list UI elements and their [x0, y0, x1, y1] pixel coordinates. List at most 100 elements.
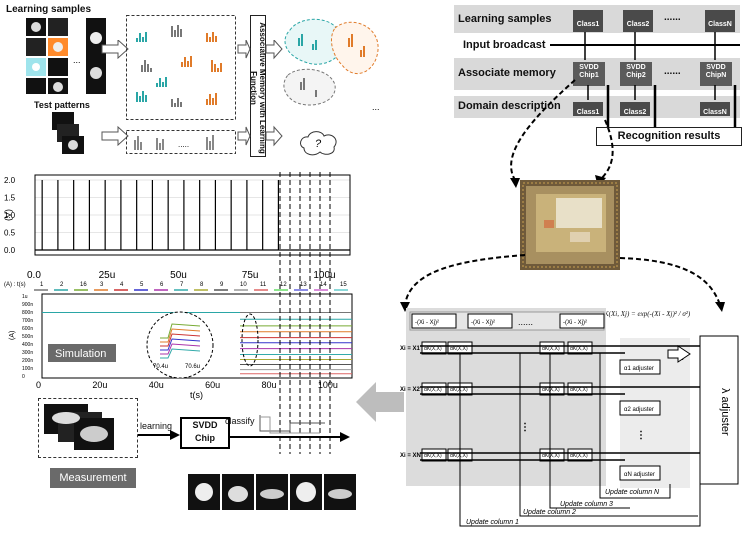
class1-chip: Class1 [573, 10, 603, 32]
test-patterns-label: Test patterns [34, 100, 90, 110]
hist-bar [177, 98, 179, 107]
svdd-chip-box: SVDD Chip [180, 417, 230, 449]
kernel-cell-text: αK(X,X) [450, 453, 468, 459]
object-thumbnails [188, 474, 356, 510]
inset-tick-1: 70.4u [153, 364, 168, 370]
classify-label: classify [225, 416, 255, 426]
hist-bar [147, 64, 149, 72]
hist-bar [139, 33, 141, 42]
svg-text:.....: ..... [178, 140, 189, 149]
norm-label: -(Xi - Xj)² [471, 320, 495, 326]
kernel-cell [539, 448, 565, 462]
inset-line [160, 323, 201, 339]
sync-dashed-lines [279, 172, 331, 454]
kernel-cell-text: αK(X,X) [424, 453, 442, 459]
recognition-results-box: Recognition results [596, 127, 742, 146]
norm-label: -(Xi - Xj)² [563, 320, 587, 326]
measurement-box [38, 398, 138, 458]
kernel-cell [539, 382, 565, 396]
update-col-1: Update column 1 [466, 519, 519, 526]
domain-class2: Class2 [620, 102, 650, 116]
current-xtick: 20u [92, 380, 107, 390]
svg-text:...: ... [372, 102, 380, 112]
svdd-chip1: SVDD Chip1 [573, 62, 605, 86]
hist-bar [184, 57, 186, 67]
legend-number: 14 [320, 282, 327, 288]
adjuster-2: α2 adjuster [624, 407, 654, 413]
norm-label: -(Xi - Xj)² [415, 320, 439, 326]
hist-bar [190, 56, 192, 67]
recognition-results-label: Recognition results [617, 130, 721, 142]
row-label-1: Xi = X1 [400, 346, 421, 352]
arch-domain-description-label: Domain description [458, 100, 561, 112]
current-ytick: 0 [22, 374, 25, 380]
hist-bar [144, 60, 146, 72]
learning-samples-label: Learning samples [6, 4, 92, 15]
legend-number: 6 [160, 282, 164, 288]
hist-bar [139, 96, 141, 102]
hist-bar [180, 102, 182, 107]
legend-number: 1 [40, 282, 44, 288]
sample-grid: ... [26, 18, 106, 94]
legend-number: 8 [200, 282, 204, 288]
legend-number: 2 [60, 282, 64, 288]
hist-bar [162, 82, 164, 87]
simulation-label: Simulation [55, 348, 106, 360]
hist-bar [217, 68, 219, 72]
voltage-ytick: 1.0 [4, 211, 16, 220]
class2-chip: Class2 [623, 10, 653, 32]
kernel-cell-text: αK(X,X) [570, 453, 588, 459]
hist-bar [211, 60, 213, 72]
hist-bar [206, 33, 208, 42]
legend-number: 16 [80, 282, 87, 288]
legend-title: (A) : t(s) [4, 282, 26, 288]
voltage-xtick: 50u [170, 270, 187, 281]
arch-input-broadcast-label: Input broadcast [463, 39, 546, 51]
kernel-cell-text: αK(X,X) [424, 387, 442, 393]
hist-bar [145, 32, 147, 42]
learning-label: learning [140, 421, 173, 431]
hist-bar [212, 32, 214, 42]
kernel-cell [421, 382, 447, 396]
car-image-stack [44, 404, 114, 450]
hist-bar [209, 94, 211, 105]
adjuster-n: αN adjuster [624, 472, 655, 478]
update-col-n: Update column N [605, 489, 660, 496]
legend-number: 12 [280, 282, 287, 288]
cluster-regions: ... [283, 18, 380, 112]
current-xtick: 60u [205, 380, 220, 390]
legend-number: 11 [260, 282, 267, 288]
question-cloud: ? [300, 131, 337, 156]
inset-line [160, 333, 201, 347]
current-ytick: 600n [22, 326, 33, 332]
domain-classn: ClassN [700, 102, 730, 116]
voltage-ytick: 1.5 [4, 194, 16, 203]
learning-arrow [138, 430, 180, 440]
measurement-box-label: Measurement [50, 468, 136, 488]
hist-bar [174, 30, 176, 37]
current-ytick: 700n [22, 318, 33, 324]
norm-box [411, 313, 457, 329]
hist-bar [159, 78, 161, 87]
hist-bar [214, 64, 216, 72]
kernel-cell-text: αK(X,X) [424, 346, 442, 352]
kernel-cell [539, 341, 565, 355]
hist-bar [136, 92, 138, 102]
current-ytick: 100n [22, 366, 33, 372]
legend-number: 13 [300, 282, 307, 288]
voltage-xtick: 0.0 [27, 270, 41, 281]
current-xtick: 40u [149, 380, 164, 390]
update-col-2: Update column 2 [523, 509, 576, 516]
hist-bar [181, 62, 183, 67]
current-xlabel: t(s) [190, 390, 203, 400]
hist-bar [141, 65, 143, 72]
voltage-xtick: 100u [313, 270, 335, 281]
kernel-cell [421, 448, 447, 462]
histogram-cluster-box [126, 15, 236, 120]
measurement-label: Measurement [59, 472, 127, 484]
svg-text:⋮: ⋮ [520, 422, 530, 433]
hist-bar [142, 37, 144, 42]
test-histogram-box: ..... [126, 130, 236, 154]
hist-bar [142, 91, 144, 102]
